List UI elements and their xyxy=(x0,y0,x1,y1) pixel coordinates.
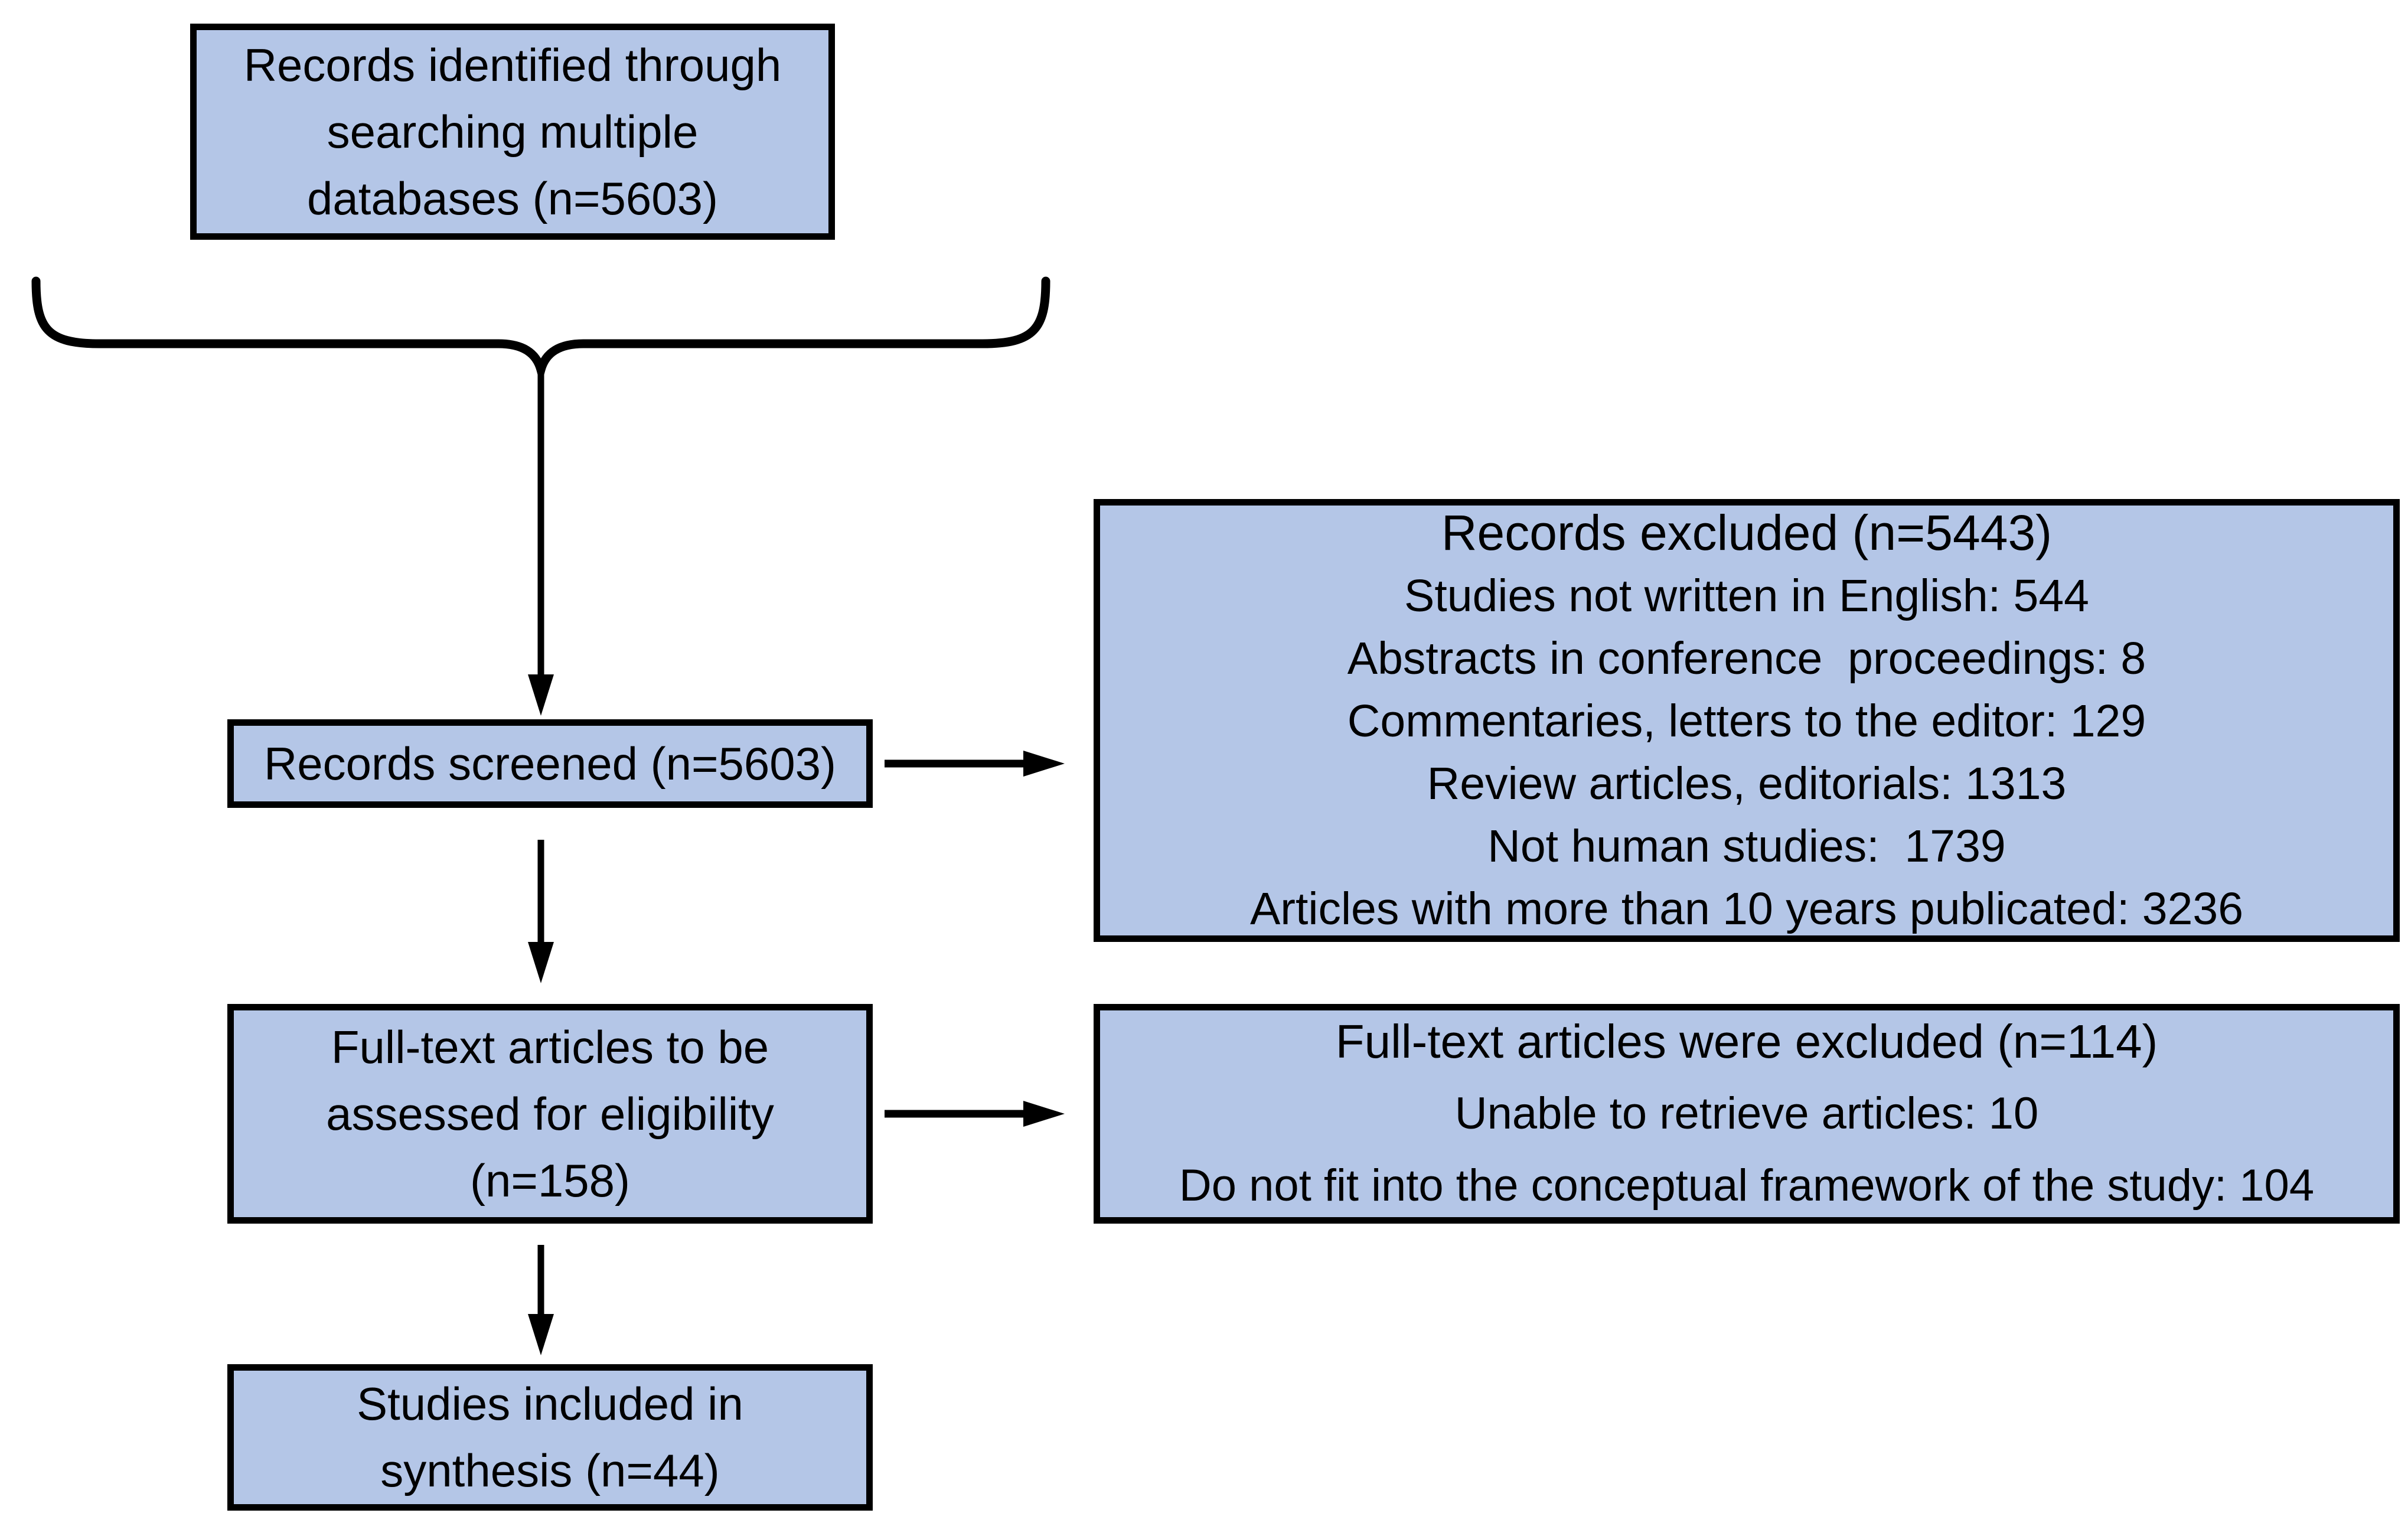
identification-box-text: databases (n=5603) xyxy=(306,172,719,224)
down-arrow-screening-to-eligibility-icon xyxy=(528,840,554,983)
down-arrow-eligibility-to-included-icon xyxy=(528,1245,554,1355)
down-arrow-identification-to-screening-icon xyxy=(528,369,554,716)
identification-box-text: Records identified through xyxy=(243,38,782,91)
records-excluded-item: Review articles, editorials: 1313 xyxy=(1427,758,2067,809)
fulltext-excluded-item: Unable to retrieve articles: 10 xyxy=(1454,1088,2039,1139)
included-box: Studies included in synthesis (n=44) xyxy=(227,1364,873,1511)
fulltext-excluded-box: Full-text articles were excluded (n=114)… xyxy=(1094,1004,2400,1224)
screening-box-text: Records screened (n=5603) xyxy=(263,737,837,790)
records-excluded-item: Articles with more than 10 years publica… xyxy=(1249,883,2244,934)
collector-brace-icon xyxy=(31,276,1050,387)
fulltext-excluded-title: Full-text articles were excluded (n=114) xyxy=(1335,1015,2158,1068)
records-excluded-item: Not human studies: 1739 xyxy=(1487,821,2006,872)
identification-box: Records identified through searching mul… xyxy=(190,24,835,240)
included-box-text: Studies included in xyxy=(357,1378,743,1430)
records-excluded-item: Abstracts in conference proceedings: 8 xyxy=(1347,633,2146,684)
eligibility-box-text: (n=158) xyxy=(469,1154,631,1207)
records-excluded-box: Records excluded (n=5443) Studies not wr… xyxy=(1094,499,2400,942)
records-excluded-title: Records excluded (n=5443) xyxy=(1441,505,2053,560)
eligibility-box-text: assessed for eligibility xyxy=(326,1087,774,1140)
records-excluded-item: Commentaries, letters to the editor: 129 xyxy=(1347,696,2146,746)
eligibility-box: Full-text articles to be assessed for el… xyxy=(227,1004,873,1224)
right-arrow-eligibility-to-excluded-icon xyxy=(885,1101,1065,1127)
screening-box: Records screened (n=5603) xyxy=(227,719,873,808)
right-arrow-screening-to-excluded-icon xyxy=(885,751,1065,777)
records-excluded-item: Studies not written in English: 544 xyxy=(1404,570,2089,621)
fulltext-excluded-item: Do not fit into the conceptual framework… xyxy=(1179,1160,2315,1211)
included-box-text: synthesis (n=44) xyxy=(380,1444,720,1496)
eligibility-box-text: Full-text articles to be xyxy=(331,1020,769,1073)
identification-box-text: searching multiple xyxy=(327,105,699,158)
